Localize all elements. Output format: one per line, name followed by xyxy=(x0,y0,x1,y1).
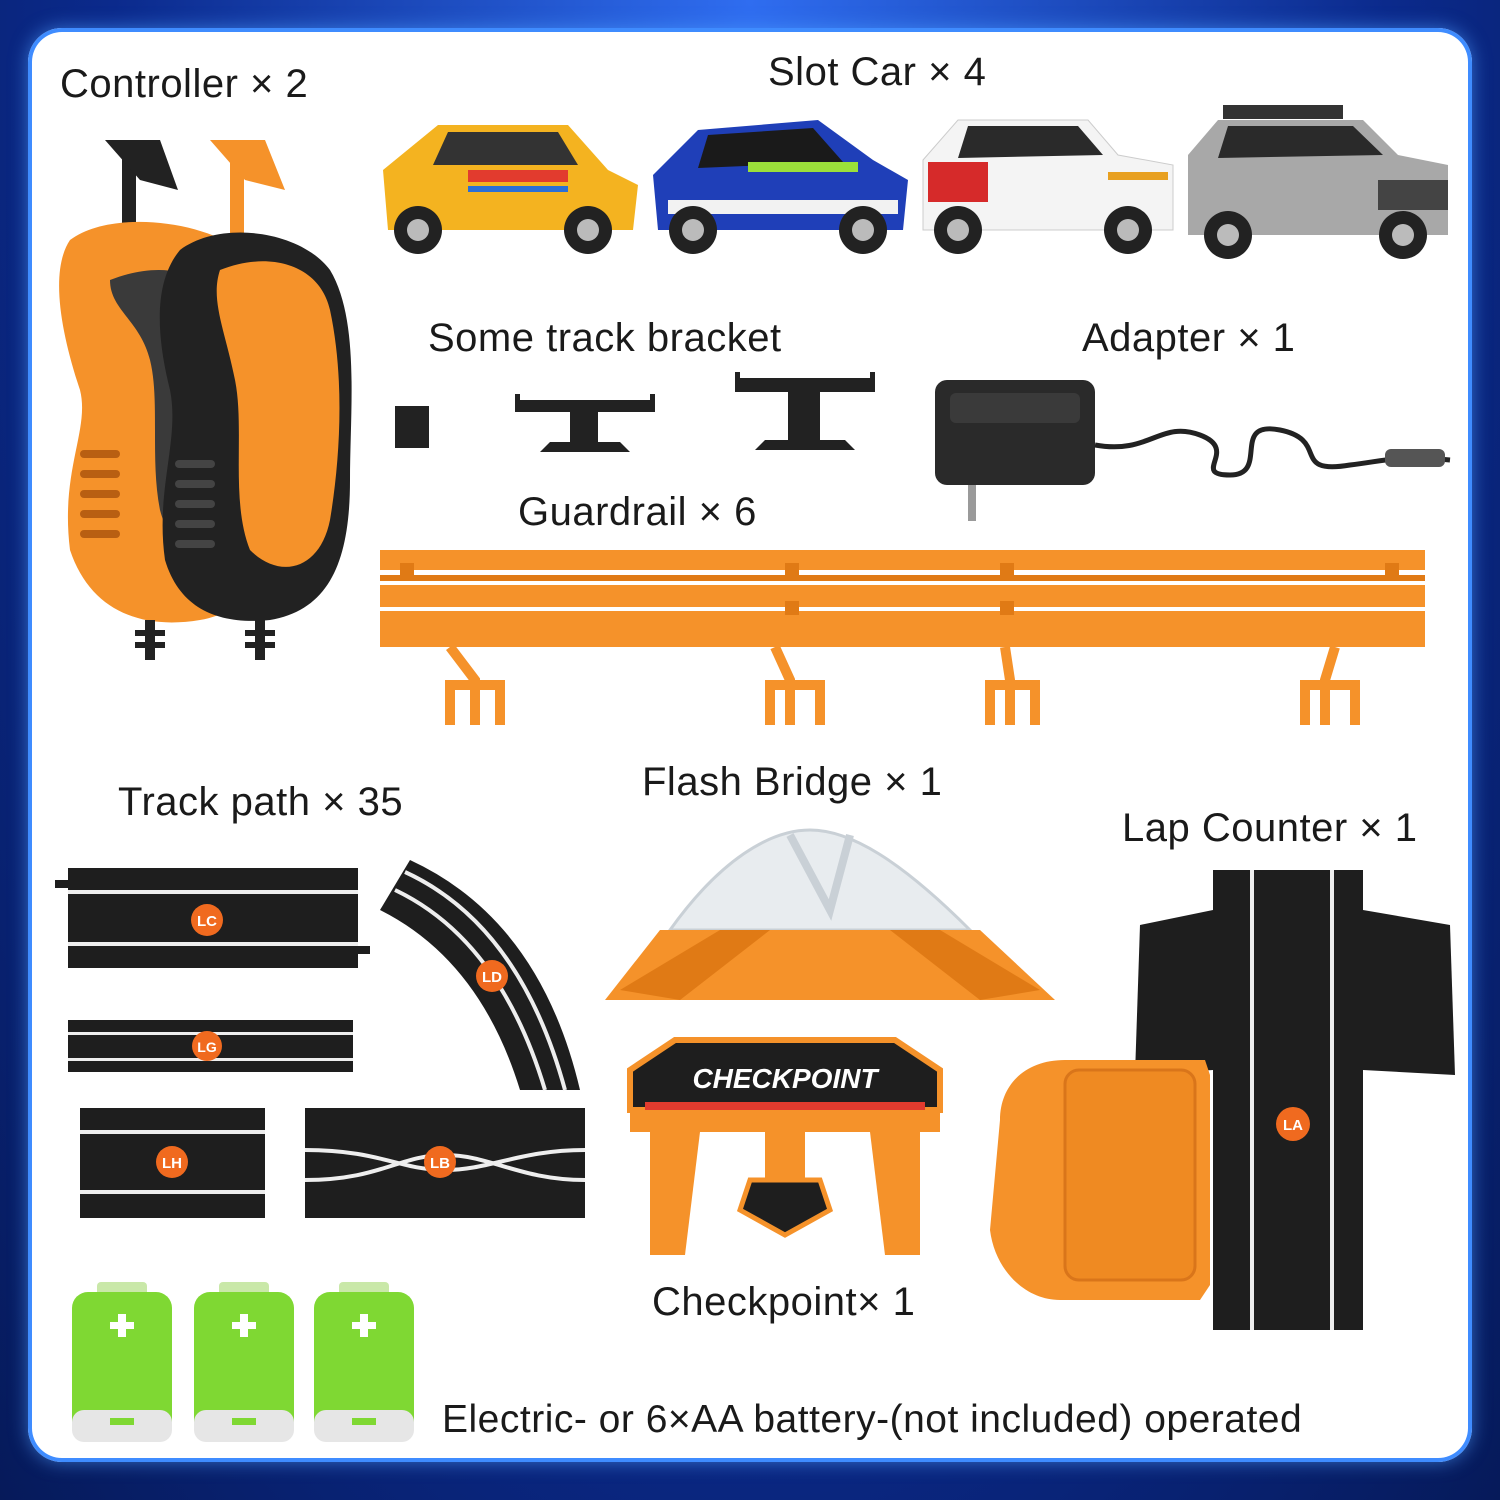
track-lb: LB xyxy=(304,1108,586,1218)
batteries-image xyxy=(72,1282,414,1442)
track-brackets-image xyxy=(395,372,875,452)
adapter-image xyxy=(935,380,1451,521)
flash-bridge-image xyxy=(605,828,1055,1000)
controller-image xyxy=(59,140,352,660)
track-code-lg: LG xyxy=(197,1039,217,1055)
track-code-lc: LC xyxy=(197,913,217,930)
track-code-lh: LH xyxy=(162,1155,182,1172)
battery-2 xyxy=(194,1282,294,1442)
track-ld: LD xyxy=(380,860,580,1091)
lap-counter-code: LA xyxy=(1283,1117,1303,1134)
track-code-lb: LB xyxy=(430,1155,450,1172)
checkpoint-label: Checkpoint× 1 xyxy=(652,1280,916,1324)
lap-counter-label: Lap Counter × 1 xyxy=(1122,806,1418,850)
battery-3 xyxy=(314,1282,414,1442)
flash-bridge-label: Flash Bridge × 1 xyxy=(642,760,943,804)
slot-cars-image xyxy=(383,105,1448,259)
track-path-label: Track path × 35 xyxy=(118,780,404,824)
bracket-label: Some track bracket xyxy=(428,316,782,360)
battery-1 xyxy=(72,1282,172,1442)
guardrail-image xyxy=(380,550,1425,725)
slot-car-gray xyxy=(1188,105,1448,259)
guardrail-label: Guardrail × 6 xyxy=(518,490,757,534)
lap-counter-image: LA xyxy=(990,870,1455,1330)
battery-note: Electric- or 6×AA battery-(not included)… xyxy=(442,1398,1303,1441)
checkpoint-image: CHECKPOINT xyxy=(627,1037,943,1255)
slot-car-label: Slot Car × 4 xyxy=(768,50,987,94)
slot-car-white xyxy=(922,119,1174,254)
slot-car-blue xyxy=(653,120,908,254)
track-code-ld: LD xyxy=(482,969,502,986)
track-lg: LG xyxy=(68,1020,353,1072)
adapter-label: Adapter × 1 xyxy=(1082,316,1296,360)
controller-label: Controller × 2 xyxy=(60,62,309,106)
track-paths-image: LC LD LG LH LB xyxy=(55,860,586,1218)
track-lh: LH xyxy=(80,1108,265,1218)
checkpoint-sign-text: CHECKPOINT xyxy=(692,1063,880,1094)
track-lc: LC xyxy=(55,868,370,968)
slot-car-yellow xyxy=(383,125,638,254)
